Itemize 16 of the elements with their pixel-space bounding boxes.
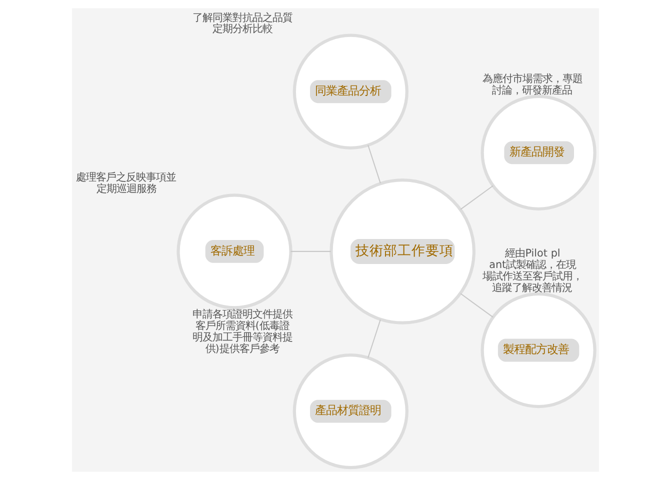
connector [460, 293, 493, 318]
connector [460, 185, 493, 210]
node-circle: 技術部工作要項 [329, 178, 476, 324]
node-label: 經由Pilot plant試製確認，在現場試作送至客戶試用，追蹤了解改善情況 [482, 247, 582, 294]
connector [367, 144, 380, 184]
node-label: 申請各項證明文件提供客戶所需資料(低毒證明及加工手冊等資料提供)提供客戶參考 [192, 308, 292, 355]
node-label: 為應付市場需求，專題討論，研發新產品 [482, 72, 582, 96]
node-circle: 客訴處理 [176, 194, 292, 310]
node-label: 了解同業對抗品之品質定期分析比較 [192, 12, 292, 36]
connector [290, 250, 330, 252]
node-circle: 同業產品分析 [292, 34, 408, 150]
node-circle: 產品材質證明 [292, 353, 408, 470]
node-circle: 新產品開發 [480, 94, 596, 210]
node-circle: 製程配方改善 [480, 292, 596, 408]
node-label: 處理客戶之反映事項並定期巡迴服務 [76, 172, 176, 196]
connector [367, 320, 380, 358]
